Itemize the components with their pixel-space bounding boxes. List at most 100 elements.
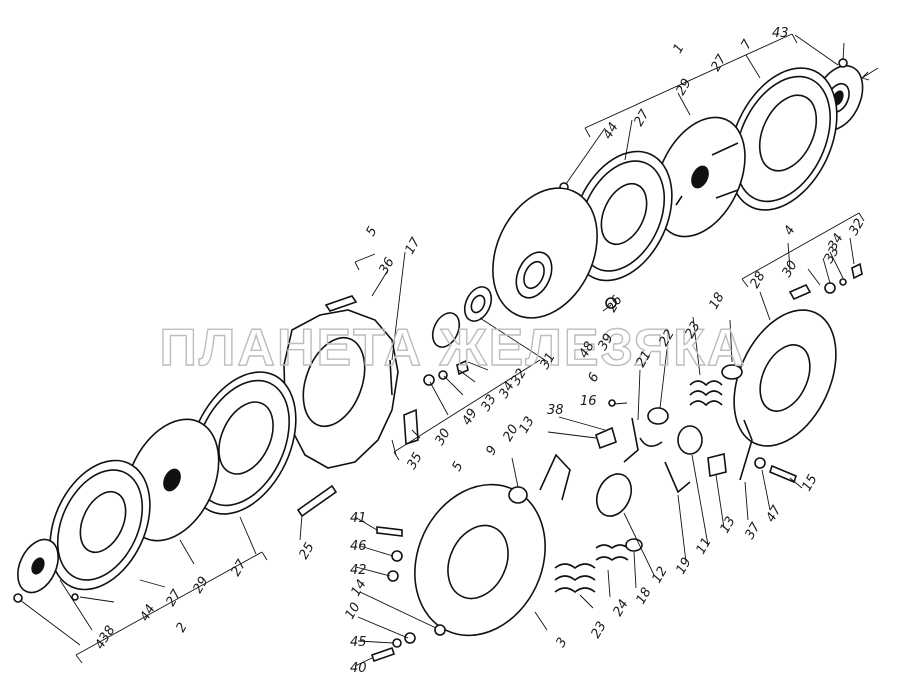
bolt-44-bottom: [71, 593, 79, 601]
part-label-44: 44: [600, 120, 621, 142]
screw-43-top: [838, 58, 848, 68]
part-label-35: 35: [404, 450, 425, 472]
spring-23-lower: [554, 563, 596, 594]
part-label-10: 10: [342, 600, 363, 622]
brace-5-top: [354, 253, 376, 271]
part-label-36: 36: [376, 255, 397, 277]
part-label-29: 29: [673, 76, 694, 98]
part-label-32: 32: [508, 366, 529, 388]
part-label-5: 5: [449, 459, 466, 474]
bolt-15: [769, 464, 797, 484]
stud-25: [296, 484, 338, 518]
link-36: [324, 295, 358, 312]
part-label-27: 27: [163, 587, 185, 609]
spring-18-right: [721, 364, 743, 380]
washer-26: [605, 297, 617, 309]
part-label-32: 32: [846, 216, 867, 238]
part-label-24: 24: [610, 597, 631, 619]
spring-19: [664, 461, 691, 494]
part-label-21: 21: [633, 348, 654, 370]
part-label-48: 48: [576, 339, 597, 361]
bearing: [463, 286, 493, 322]
part-label-49: 49: [459, 406, 480, 428]
leader-lines: [19, 34, 855, 667]
washer-46: [391, 550, 403, 562]
link-30-left: [403, 408, 419, 446]
part-label-27: 27: [228, 557, 250, 579]
part-label-5: 5: [363, 224, 380, 239]
sector-12: [595, 473, 633, 517]
block-13: [707, 453, 727, 477]
part-label-22: 22: [656, 327, 677, 349]
part-label-33: 33: [478, 392, 499, 414]
part-label-3: 3: [553, 635, 570, 650]
brace-4: [741, 212, 865, 288]
brace-2: [75, 551, 268, 664]
part-label-4: 4: [781, 223, 798, 238]
washer-10: [404, 632, 416, 644]
arrow-indicator: [861, 67, 879, 81]
washer-45: [392, 638, 402, 648]
part-label-11: 11: [693, 535, 714, 557]
bolt-41: [376, 526, 403, 537]
pin-34-right: [839, 278, 847, 286]
part-label-40: 40: [350, 661, 367, 676]
lever-38: [623, 417, 639, 463]
washer-47: [754, 457, 766, 469]
washer-49: [423, 374, 435, 386]
part-label-41: 41: [350, 511, 367, 526]
part-label-39: 39: [595, 331, 616, 353]
pressure-plate-29-top: [654, 116, 746, 238]
part-label-14: 14: [348, 577, 369, 599]
part-label-20: 20: [500, 422, 521, 444]
part-label-43: 43: [772, 26, 789, 41]
hub-8: [17, 538, 59, 594]
backing-plate-28: [733, 309, 837, 447]
part-label-18: 18: [633, 585, 654, 607]
link-30-right: [788, 283, 812, 301]
part-label-43: 43: [92, 630, 113, 652]
nut-14: [434, 624, 446, 636]
part-label-19: 19: [673, 555, 694, 577]
part-label-18: 18: [706, 290, 727, 312]
part-label-12: 12: [649, 564, 670, 586]
part-labels: 1234556789101112131314151617181819202122…: [92, 26, 867, 676]
part-label-25: 25: [296, 540, 317, 562]
part-label-13: 13: [516, 414, 537, 436]
washer-33-right: [824, 282, 836, 294]
part-label-9: 9: [483, 443, 500, 458]
lever-37: [739, 419, 753, 481]
part-label-1: 1: [670, 41, 687, 56]
part-label-17: 17: [402, 235, 424, 257]
part-label-13: 13: [717, 514, 738, 536]
part-label-16: 16: [580, 394, 597, 409]
cam-11: [677, 425, 703, 455]
friction-disc-27-top: [728, 67, 838, 211]
bushing-9: [508, 486, 528, 504]
bracket-13: [595, 426, 617, 450]
part-label-47: 47: [763, 503, 785, 525]
part-label-38: 38: [547, 403, 564, 418]
pin-16: [608, 399, 616, 407]
part-label-33: 33: [821, 244, 842, 266]
part-label-7: 7: [738, 37, 755, 52]
part-label-46: 46: [350, 539, 367, 554]
part-label-34: 34: [825, 231, 846, 253]
part-label-26: 26: [604, 293, 625, 315]
part-label-37: 37: [742, 520, 764, 542]
part-label-28: 28: [747, 269, 768, 291]
bolt-40: [370, 646, 396, 663]
part-label-34: 34: [496, 379, 517, 401]
part-label-15: 15: [799, 472, 820, 494]
part-label-31: 31: [537, 350, 558, 372]
bolt-32-right: [851, 262, 863, 280]
spring-21: [639, 437, 663, 447]
part-label-30: 30: [432, 426, 453, 448]
housing-cover: [492, 187, 598, 319]
cup-22: [647, 407, 669, 425]
brace-1: [584, 33, 798, 138]
spring-bracket-20: [539, 453, 571, 501]
part-label-45: 45: [350, 635, 367, 650]
